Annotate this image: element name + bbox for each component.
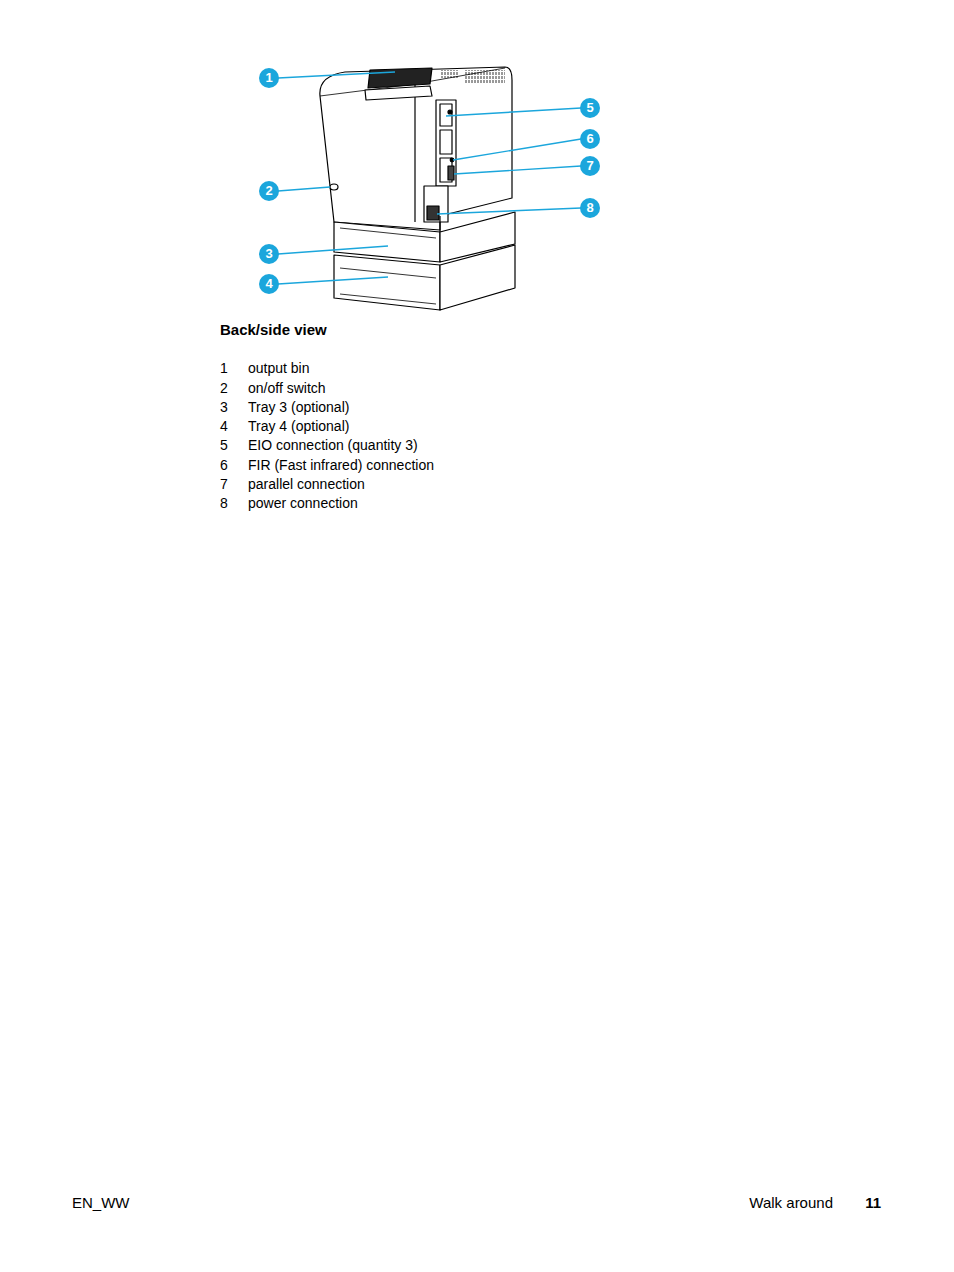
printer-body — [320, 67, 515, 310]
part-name: Tray 3 (optional) — [248, 399, 349, 415]
part-name: EIO connection (quantity 3) — [248, 437, 418, 453]
list-number: 7 — [220, 476, 228, 492]
callout-number: 8 — [580, 198, 600, 218]
page-number: 11 — [865, 1194, 881, 1211]
callout-number: 4 — [259, 274, 279, 294]
part-name: power connection — [248, 495, 358, 511]
callout-number: 7 — [580, 156, 600, 176]
figure-heading: Back/side view — [220, 321, 327, 338]
list-number: 3 — [220, 399, 228, 415]
part-name: output bin — [248, 360, 310, 376]
leader-lines — [278, 72, 581, 284]
list-number: 8 — [220, 495, 228, 511]
list-number: 4 — [220, 418, 228, 434]
callout-circles — [259, 68, 600, 294]
list-number: 2 — [220, 380, 228, 396]
list-number: 1 — [220, 360, 228, 376]
callout-number: 1 — [259, 68, 279, 88]
part-name: on/off switch — [248, 380, 326, 396]
callout-number: 3 — [259, 244, 279, 264]
callout-number: 5 — [580, 98, 600, 118]
list-number: 5 — [220, 437, 228, 453]
callout-number: 2 — [259, 181, 279, 201]
part-name: Tray 4 (optional) — [248, 418, 349, 434]
footer-text: EN_WW — [72, 1194, 130, 1211]
part-name: FIR (Fast infrared) connection — [248, 457, 434, 473]
part-name: parallel connection — [248, 476, 365, 492]
list-number: 6 — [220, 457, 228, 473]
footer-text: Walk around — [749, 1194, 833, 1211]
callout-number: 6 — [580, 129, 600, 149]
